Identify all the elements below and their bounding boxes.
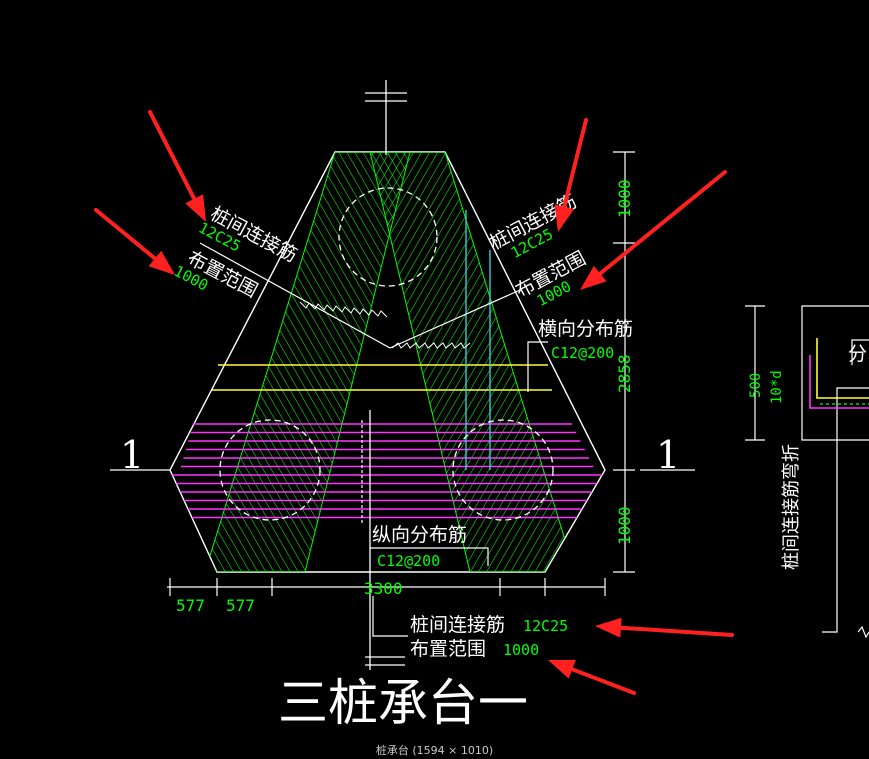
drawing-title: 三桩承台一 <box>278 674 528 732</box>
longitudinal-label: 纵向分布筋 <box>372 524 467 546</box>
dim-right-bottom: 1000 <box>615 506 634 545</box>
dim-bottom-577-b: 577 <box>226 596 255 615</box>
red-arrow-head <box>595 617 622 638</box>
red-arrow-shaft <box>148 110 197 201</box>
section-mark-right: 1 <box>640 433 695 477</box>
red-arrow-head <box>185 194 206 222</box>
bottom-rebar-spec: 12C25 <box>523 617 568 635</box>
axis-mark-top <box>365 80 407 155</box>
longitudinal-spec: C12@200 <box>377 552 440 570</box>
dim-right-middle: 2858 <box>615 354 634 393</box>
red-arrow-shaft <box>94 208 157 261</box>
distribution-bars <box>172 423 603 519</box>
leader-left <box>199 242 391 349</box>
transverse-leader <box>527 341 548 392</box>
bottom-rebar-label: 桩间连接筋 <box>410 614 505 636</box>
pile-bottom-right <box>452 419 554 521</box>
pile-top <box>338 187 438 287</box>
red-arrow-shaft <box>562 118 588 209</box>
zigzag-left <box>299 301 388 318</box>
detail-magenta-bar <box>809 355 869 409</box>
image-caption: 桩承台 (1594 × 1010) <box>375 744 494 757</box>
axis-mark-bottom <box>365 410 405 670</box>
label-group-right-range: 布置范围 1000 <box>512 247 589 310</box>
bottom-range-label: 布置范围 <box>410 638 486 660</box>
dimension-bottom <box>167 578 606 596</box>
svg-text:1: 1 <box>120 433 144 477</box>
transverse-spec: C12@200 <box>551 344 614 362</box>
red-arrow-head <box>554 204 575 232</box>
bottom-leader <box>372 596 408 637</box>
dim-bottom-577-a: 577 <box>176 596 205 615</box>
detail-dim-10d: 10*d <box>769 370 785 404</box>
dimension-right <box>613 151 635 573</box>
annotation-arrows <box>94 110 734 695</box>
red-arrow-head <box>548 659 576 679</box>
red-arrow-head <box>148 250 175 275</box>
leader-right <box>389 289 521 349</box>
dim-overall-width: 3300 <box>364 579 403 598</box>
zigzag-right <box>391 342 471 349</box>
label-group-left-range: 布置范围 1000 <box>171 247 261 302</box>
section-mark-left: 1 <box>110 433 170 477</box>
detail-yellow-bar <box>816 338 869 399</box>
dim-right-top: 1000 <box>615 179 634 218</box>
detail-partial-label: 分 <box>848 343 867 365</box>
red-arrow-shaft <box>618 625 734 637</box>
pile-bottom-left <box>219 419 321 521</box>
detail-vertical-label: 桩间连接筋弯折 <box>781 444 802 570</box>
longitudinal-leader <box>370 547 489 566</box>
bottom-range-value: 1000 <box>503 641 539 659</box>
red-arrow-shaft <box>598 170 727 276</box>
svg-text:1: 1 <box>656 433 680 477</box>
detail-dim-500: 500 <box>748 373 764 398</box>
red-arrow-shaft <box>570 667 636 695</box>
transverse-label: 横向分布筋 <box>538 318 633 340</box>
detail-partial: 500 10*d 分 桩间连接筋弯折 <box>745 305 869 639</box>
red-arrow-head <box>580 265 607 290</box>
